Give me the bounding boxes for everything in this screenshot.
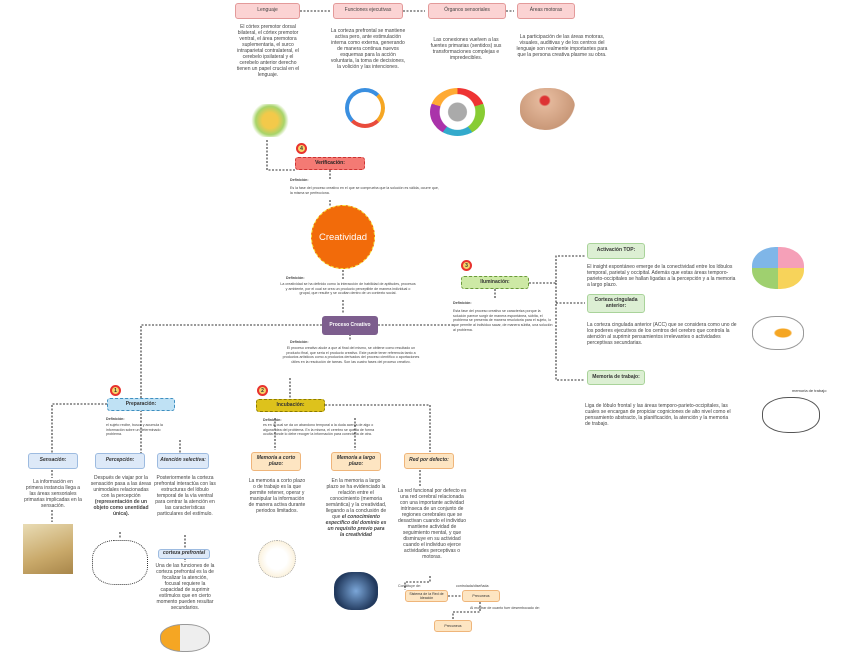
proceso-creativo-node[interactable]: Proceso Creativo — [322, 316, 378, 335]
red-ideacion-box[interactable]: Sistema de la Red de Ideación — [405, 590, 448, 602]
senses-image — [430, 88, 485, 136]
preparacion-node[interactable]: Preparación: — [107, 398, 175, 411]
head-sketch-image — [92, 540, 148, 585]
red-por-defecto-node[interactable]: Red por defecto: — [404, 453, 454, 469]
verificacion-def-title: Definición: — [290, 178, 309, 182]
funciones-ejecutivas-node[interactable]: Funciones ejecutivas — [333, 3, 403, 19]
flow-label-2: controlada/diseñada: — [456, 584, 490, 588]
corteza-prefrontal-node[interactable]: corteza prefrontal — [158, 549, 210, 559]
memoria-largo-plazo-node[interactable]: Memoria a largo plazo: — [331, 452, 381, 471]
brain-language-image — [250, 104, 290, 137]
memoria-trabajo-node[interactable]: Memoria de trabajo: — [587, 370, 645, 385]
verificacion-def-text: Es la fase del proceso creativo en el qu… — [290, 186, 439, 195]
corteza-cingulada-text: La corteza cingulada anterior (ACC) que … — [587, 322, 737, 346]
percepcion-node[interactable]: Percepción: — [95, 453, 145, 469]
precuneus-box-2[interactable]: Precuneus — [434, 620, 472, 632]
red-por-defecto-text: La red funcional por defecto es una red … — [397, 488, 467, 560]
lenguaje-node[interactable]: Lenguaje — [235, 3, 300, 19]
motor-brain-image — [520, 88, 575, 130]
iluminacion-node[interactable]: Iluminación: — [461, 276, 529, 289]
precuneus-box-1[interactable]: Precuneus — [462, 590, 500, 602]
percepcion-text-body: Después de viajar por la sensación pasa … — [90, 475, 152, 499]
step-badge-3: 3 — [461, 260, 472, 271]
activacion-top-node[interactable]: Activación TOP: — [587, 243, 645, 259]
memoria-largo-plazo-text: En la memoria a largo plazo se ha eviden… — [325, 478, 387, 538]
memoria-largo-plazo-bold: el conocimiento específico del dominio e… — [325, 514, 387, 538]
incubacion-node[interactable]: Incubación: — [256, 399, 325, 412]
creatividad-central-node[interactable]: Creatividad — [311, 205, 375, 269]
memoria-corto-plazo-node[interactable]: Memoria a corto plazo: — [251, 452, 301, 471]
iluminacion-def-title: Definición: — [453, 301, 472, 305]
preparacion-def-title: Definición: — [106, 417, 125, 421]
working-memory-brain-image — [762, 397, 820, 433]
memoria-corto-plazo-text: La memoria a corto plazo o de trabajo es… — [248, 478, 306, 514]
cycle-image — [345, 88, 385, 128]
percepcion-text-bold: (representación de un objeto como unenti… — [93, 499, 149, 517]
activacion-top-text: El insight espontáneo emerge de la conec… — [587, 264, 736, 288]
creatividad-def-text: La creatividad se ha definido como la in… — [280, 282, 416, 296]
memoria-largo-plazo-body: En la memoria a largo plazo se ha eviden… — [325, 478, 387, 520]
memoria-image-label: memoria de trabajo — [792, 388, 827, 393]
step-badge-4: 4 — [296, 143, 307, 154]
numbers-head-image — [258, 540, 296, 578]
atencion-selectiva-text: Posteriormente la corteza prefrontal int… — [154, 475, 216, 517]
areas-text: La participación de las áreas motoras, v… — [516, 34, 608, 58]
cingulate-brain-image — [752, 316, 804, 350]
iluminacion-def-text: Esta fase del proceso creativo se caract… — [453, 309, 553, 332]
corteza-cingulada-node[interactable]: Corteza cingulada anterior: — [587, 294, 645, 313]
preparacion-def-text: el sujeto recibe, busca y acumula la inf… — [106, 423, 163, 437]
proceso-def-text: El proceso creativo alude a que al final… — [282, 346, 420, 365]
organos-sensoriales-node[interactable]: Órganos sensoriales — [428, 3, 506, 19]
flow-label-1: Constituye de: — [398, 584, 421, 588]
incubacion-def-title: Definición: — [263, 418, 282, 422]
prefrontal-brain-image — [160, 624, 210, 652]
memoria-trabajo-text: Liga de lóbulo frontal y las áreas tempo… — [585, 403, 731, 427]
percepcion-text: Después de viajar por la sensación pasa … — [90, 475, 152, 517]
incubacion-def-text: es en la cual se da un abandono temporal… — [263, 423, 375, 437]
verificacion-node[interactable]: Verificación: — [295, 157, 365, 170]
brain-lobes-image — [752, 247, 804, 289]
flow-label-3: Al mostrar de cuanto fuer desembocado de… — [470, 606, 540, 610]
areas-motoras-node[interactable]: Áreas motoras — [517, 3, 575, 19]
step-badge-1: 1 — [110, 385, 121, 396]
creatividad-def-title: Definición: — [286, 276, 305, 280]
corteza-prefrontal-text: Una de las funciones de la corteza prefr… — [155, 563, 215, 611]
sensacion-node[interactable]: Sensación: — [28, 453, 78, 469]
network-brain-image — [334, 572, 378, 610]
funciones-text: La corteza prefrontal se mantiene activa… — [330, 28, 406, 70]
step-badge-2: 2 — [257, 385, 268, 396]
proceso-def-title: Definición: — [290, 340, 309, 344]
atencion-selectiva-node[interactable]: Atención selectiva: — [157, 453, 209, 469]
organos-text: Las conexiones vuelven a las fuentes pri… — [430, 37, 502, 61]
lenguaje-text: El córtex premotor dorsal bilateral, el … — [236, 24, 300, 78]
hand-wheat-image — [23, 524, 73, 574]
sensacion-text: La información en primera instancia lleg… — [24, 479, 82, 509]
